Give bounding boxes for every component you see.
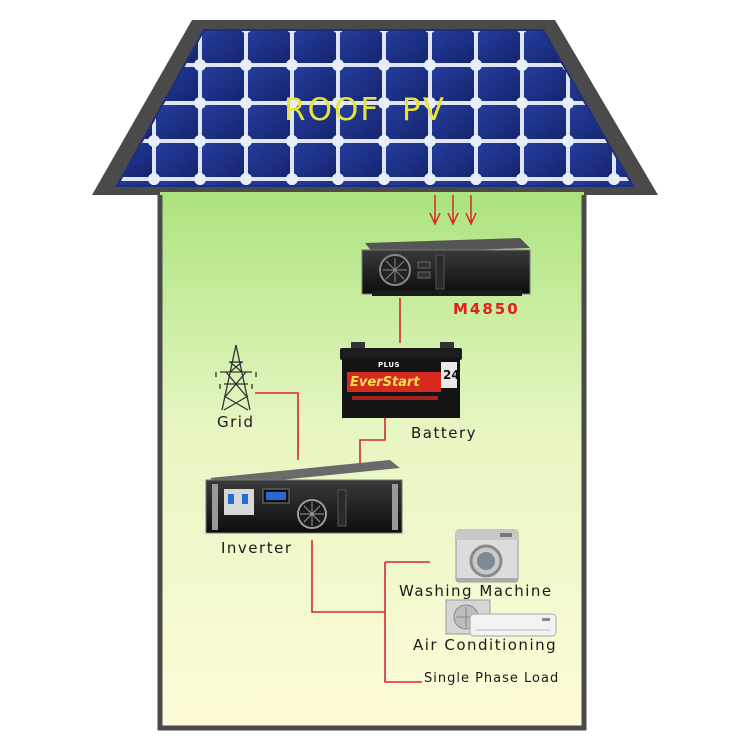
pv-arrows (429, 195, 477, 226)
roof-pv-panel (92, 20, 658, 195)
battery-group-number: 24 (443, 368, 460, 382)
battery-icon (340, 342, 462, 418)
controller-model-label: M4850 (453, 300, 520, 318)
washing-machine-icon (455, 529, 519, 583)
wiring (255, 298, 430, 683)
load-label-air-conditioning: Air Conditioning (413, 636, 558, 654)
power-tower-icon (215, 344, 257, 411)
inverter-icon (205, 460, 403, 534)
battery-brand-plus: PLUS (378, 361, 401, 369)
load-label-single-phase: Single Phase Load (424, 671, 560, 686)
air-conditioner-icon (445, 599, 557, 637)
load-label-washing-machine: Washing Machine (399, 582, 553, 600)
charge-controller-icon (361, 238, 531, 296)
roof-title: ROOF PV (284, 92, 446, 128)
battery-label: Battery (411, 424, 478, 442)
battery-brand: EverStart (350, 375, 420, 390)
grid-label: Grid (217, 413, 255, 431)
inverter-label: Inverter (221, 539, 293, 557)
